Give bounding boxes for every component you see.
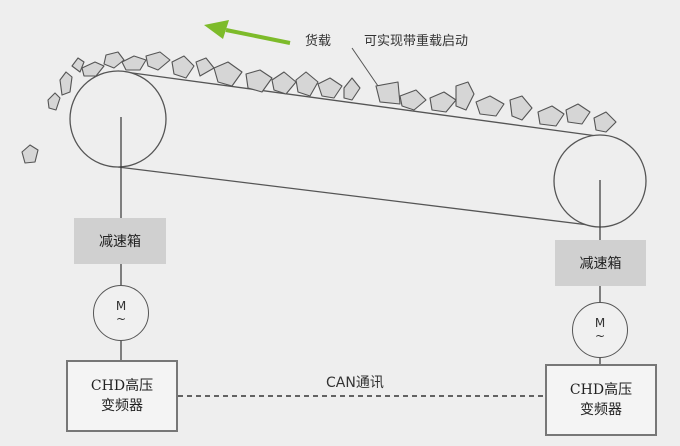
right-vfd-line2: 变频器: [580, 402, 622, 418]
right-motor-letter: M: [594, 316, 606, 330]
left-vfd-line2: 变频器: [101, 398, 143, 414]
right-motor-tilde: ~: [594, 329, 606, 343]
left-motor-tilde: ~: [115, 312, 127, 326]
heavy-start-label: 可实现带重载启动: [364, 34, 469, 49]
right-motor: M ~: [572, 302, 628, 358]
left-motor-letter: M: [115, 299, 127, 313]
head-pulley: [69, 70, 167, 168]
can-label: CAN通讯: [326, 375, 384, 391]
left-vfd: CHD高压 变频器: [66, 360, 178, 432]
left-motor: M ~: [93, 285, 149, 341]
right-vfd-line1: CHD高压: [569, 382, 633, 398]
left-gearbox: 减速箱: [74, 218, 166, 264]
cargo-material: [21, 51, 617, 164]
cargo-label: 货载: [305, 34, 332, 49]
annotation-leader: [351, 47, 379, 87]
drive-shafts: [120, 117, 601, 364]
left-vfd-line1: CHD高压: [90, 378, 154, 394]
right-vfd: CHD高压 变频器: [545, 364, 657, 436]
right-gearbox: 减速箱: [555, 240, 646, 286]
conveyor-belt: [117, 70, 598, 227]
direction-arrow: [204, 20, 291, 45]
